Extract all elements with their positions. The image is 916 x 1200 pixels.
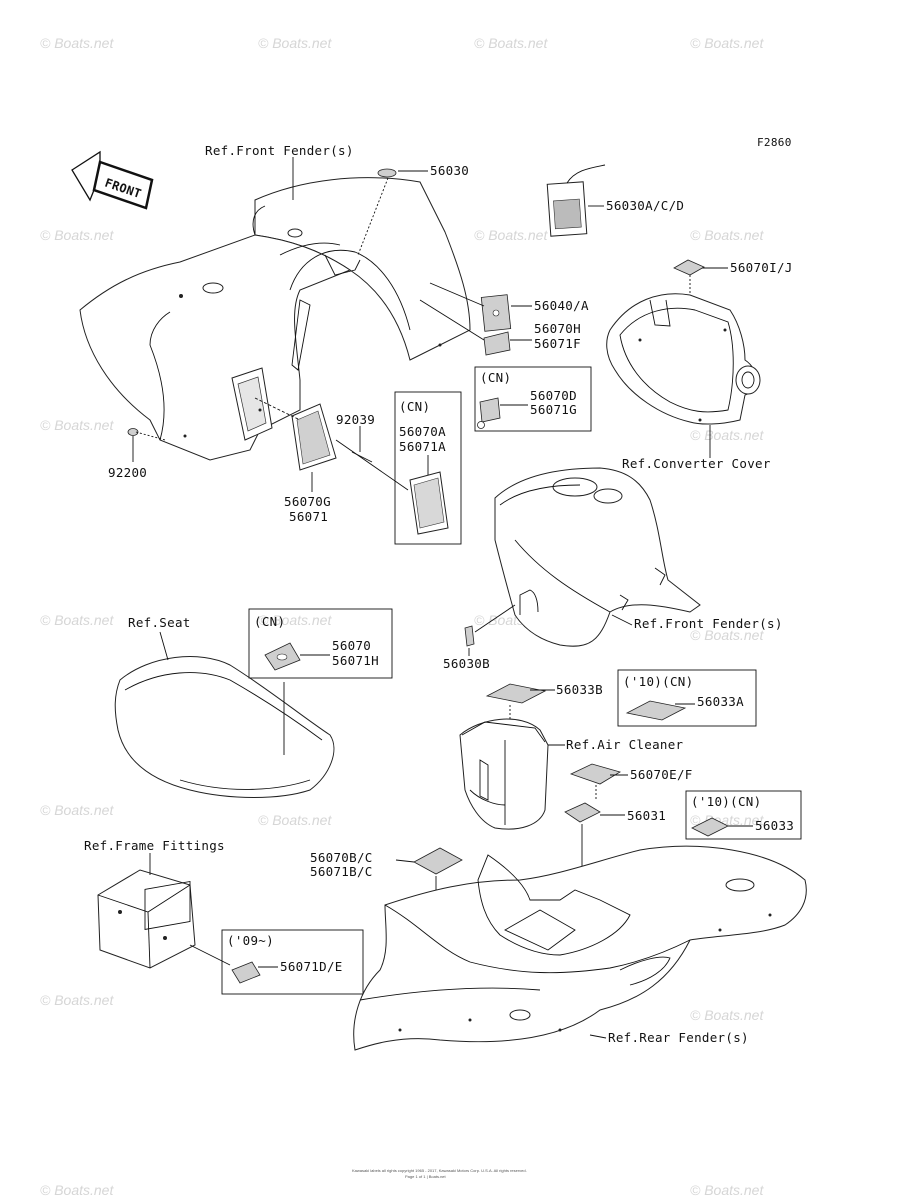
label-sticker-56033b [485, 683, 547, 704]
clip-92200 [127, 428, 139, 436]
cn-10-box-1 [617, 669, 757, 727]
label-56070d: 56070D [530, 388, 577, 403]
label-56071bc: 56071B/C [310, 864, 373, 879]
label-ref-converter-cover: Ref.Converter Cover [622, 456, 771, 471]
label-56070: 56070 [332, 638, 371, 653]
label-56033b: 56033B [556, 682, 603, 697]
hang-tag-56030acd [546, 164, 606, 237]
watermark: © Boats.net [40, 612, 114, 628]
label-56071g: 56071G [530, 402, 577, 417]
watermark: © Boats.net [40, 1182, 114, 1198]
label-sticker-56070ef [569, 763, 621, 785]
label-56030acd: 56030A/C/D [606, 198, 684, 213]
watermark: © Boats.net [474, 35, 548, 51]
watermark: © Boats.net [40, 992, 114, 1008]
label-ref-air-cleaner: Ref.Air Cleaner [566, 737, 684, 752]
watermark: © Boats.net [258, 35, 332, 51]
label-56070g: 56070G [284, 494, 331, 509]
cn-box-1-title: (CN) [480, 370, 511, 385]
label-56070ij: 56070I/J [730, 260, 793, 275]
label-56070h: 56070H [534, 321, 581, 336]
figure-code: F2860 [757, 136, 792, 149]
watermark: © Boats.net [690, 1007, 764, 1023]
front-arrow-icon: FRONT [71, 150, 154, 210]
label-56040a: 56040/A [534, 298, 589, 313]
watermark: © Boats.net [690, 627, 764, 643]
label-sticker-56030b [464, 625, 475, 647]
watermark: © Boats.net [690, 1182, 764, 1198]
watermark: © Boats.net [690, 35, 764, 51]
label-ref-seat: Ref.Seat [128, 615, 191, 630]
label-56071de: 56071D/E [280, 959, 343, 974]
cn-box-2-title: (CN) [399, 399, 430, 414]
label-ref-rear-fender: Ref.Rear Fender(s) [608, 1030, 749, 1045]
label-56071: 56071 [289, 509, 328, 524]
frame-fittings-drawing [97, 869, 196, 969]
air-cleaner-drawing [459, 718, 549, 830]
cn-box-3 [248, 608, 393, 679]
label-sticker-56071de [231, 961, 261, 984]
cn-box-2 [394, 391, 462, 545]
converter-cover-drawing [606, 293, 761, 425]
watermark: © Boats.net [258, 612, 332, 628]
cn-10-box-2-title: ('10)(CN) [691, 794, 761, 809]
grommet-56030 [377, 168, 397, 178]
watermark: © Boats.net [474, 227, 548, 243]
label-sticker-56070ij [673, 259, 705, 276]
label-56030b: 56030B [443, 656, 490, 671]
label-56070bc: 56070B/C [310, 850, 373, 865]
label-56070a: 56070A [399, 424, 446, 439]
label-sticker-56031 [564, 802, 601, 823]
footer-copyright: Kawasaki labels all rights copyright 196… [352, 1168, 527, 1173]
label-92039: 92039 [336, 412, 375, 427]
watermark: © Boats.net [40, 802, 114, 818]
watermark: © Boats.net [40, 417, 114, 433]
label-56071f: 56071F [534, 336, 581, 351]
cn-10-box-2 [685, 790, 802, 840]
footer-page: Page 1 of 1 | Boats.net [405, 1174, 447, 1179]
label-sticker-56070bc [413, 847, 463, 875]
watermark: © Boats.net [258, 812, 332, 828]
label-ref-front-fender-mid: Ref.Front Fender(s) [634, 616, 783, 631]
cn-box-1 [474, 366, 592, 432]
label-56071h: 56071H [332, 653, 379, 668]
label-ref-front-fender-top: Ref.Front Fender(s) [205, 143, 354, 158]
watermark: © Boats.net [690, 227, 764, 243]
label-ref-frame-fittings: Ref.Frame Fittings [84, 838, 225, 853]
box-09-title: ('09~) [227, 933, 274, 948]
watermark: © Boats.net [690, 427, 764, 443]
box-09 [221, 929, 364, 995]
front-fender-mid-drawing [494, 467, 701, 647]
front-fender-top-drawing [79, 177, 471, 461]
label-56070ef: 56070E/F [630, 767, 693, 782]
label-sticker-56033a [625, 700, 687, 721]
label-56033a: 56033A [697, 694, 744, 709]
watermark: © Boats.net [40, 227, 114, 243]
cn-10-box-1-title: ('10)(CN) [623, 674, 693, 689]
label-56030: 56030 [430, 163, 469, 178]
cn-box-3-title: (CN) [254, 614, 285, 629]
rear-fender-drawing [353, 845, 807, 1051]
label-56033: 56033 [755, 818, 794, 833]
watermark: © Boats.net [40, 35, 114, 51]
label-56031: 56031 [627, 808, 666, 823]
label-sticker-56070d [479, 397, 501, 423]
label-56071a: 56071A [399, 439, 446, 454]
label-sticker-56070h [483, 331, 511, 356]
watermark-layer: © Boats.net © Boats.net © Boats.net © Bo… [40, 35, 764, 1198]
seat-drawing [114, 656, 335, 798]
label-92200: 92200 [108, 465, 147, 480]
